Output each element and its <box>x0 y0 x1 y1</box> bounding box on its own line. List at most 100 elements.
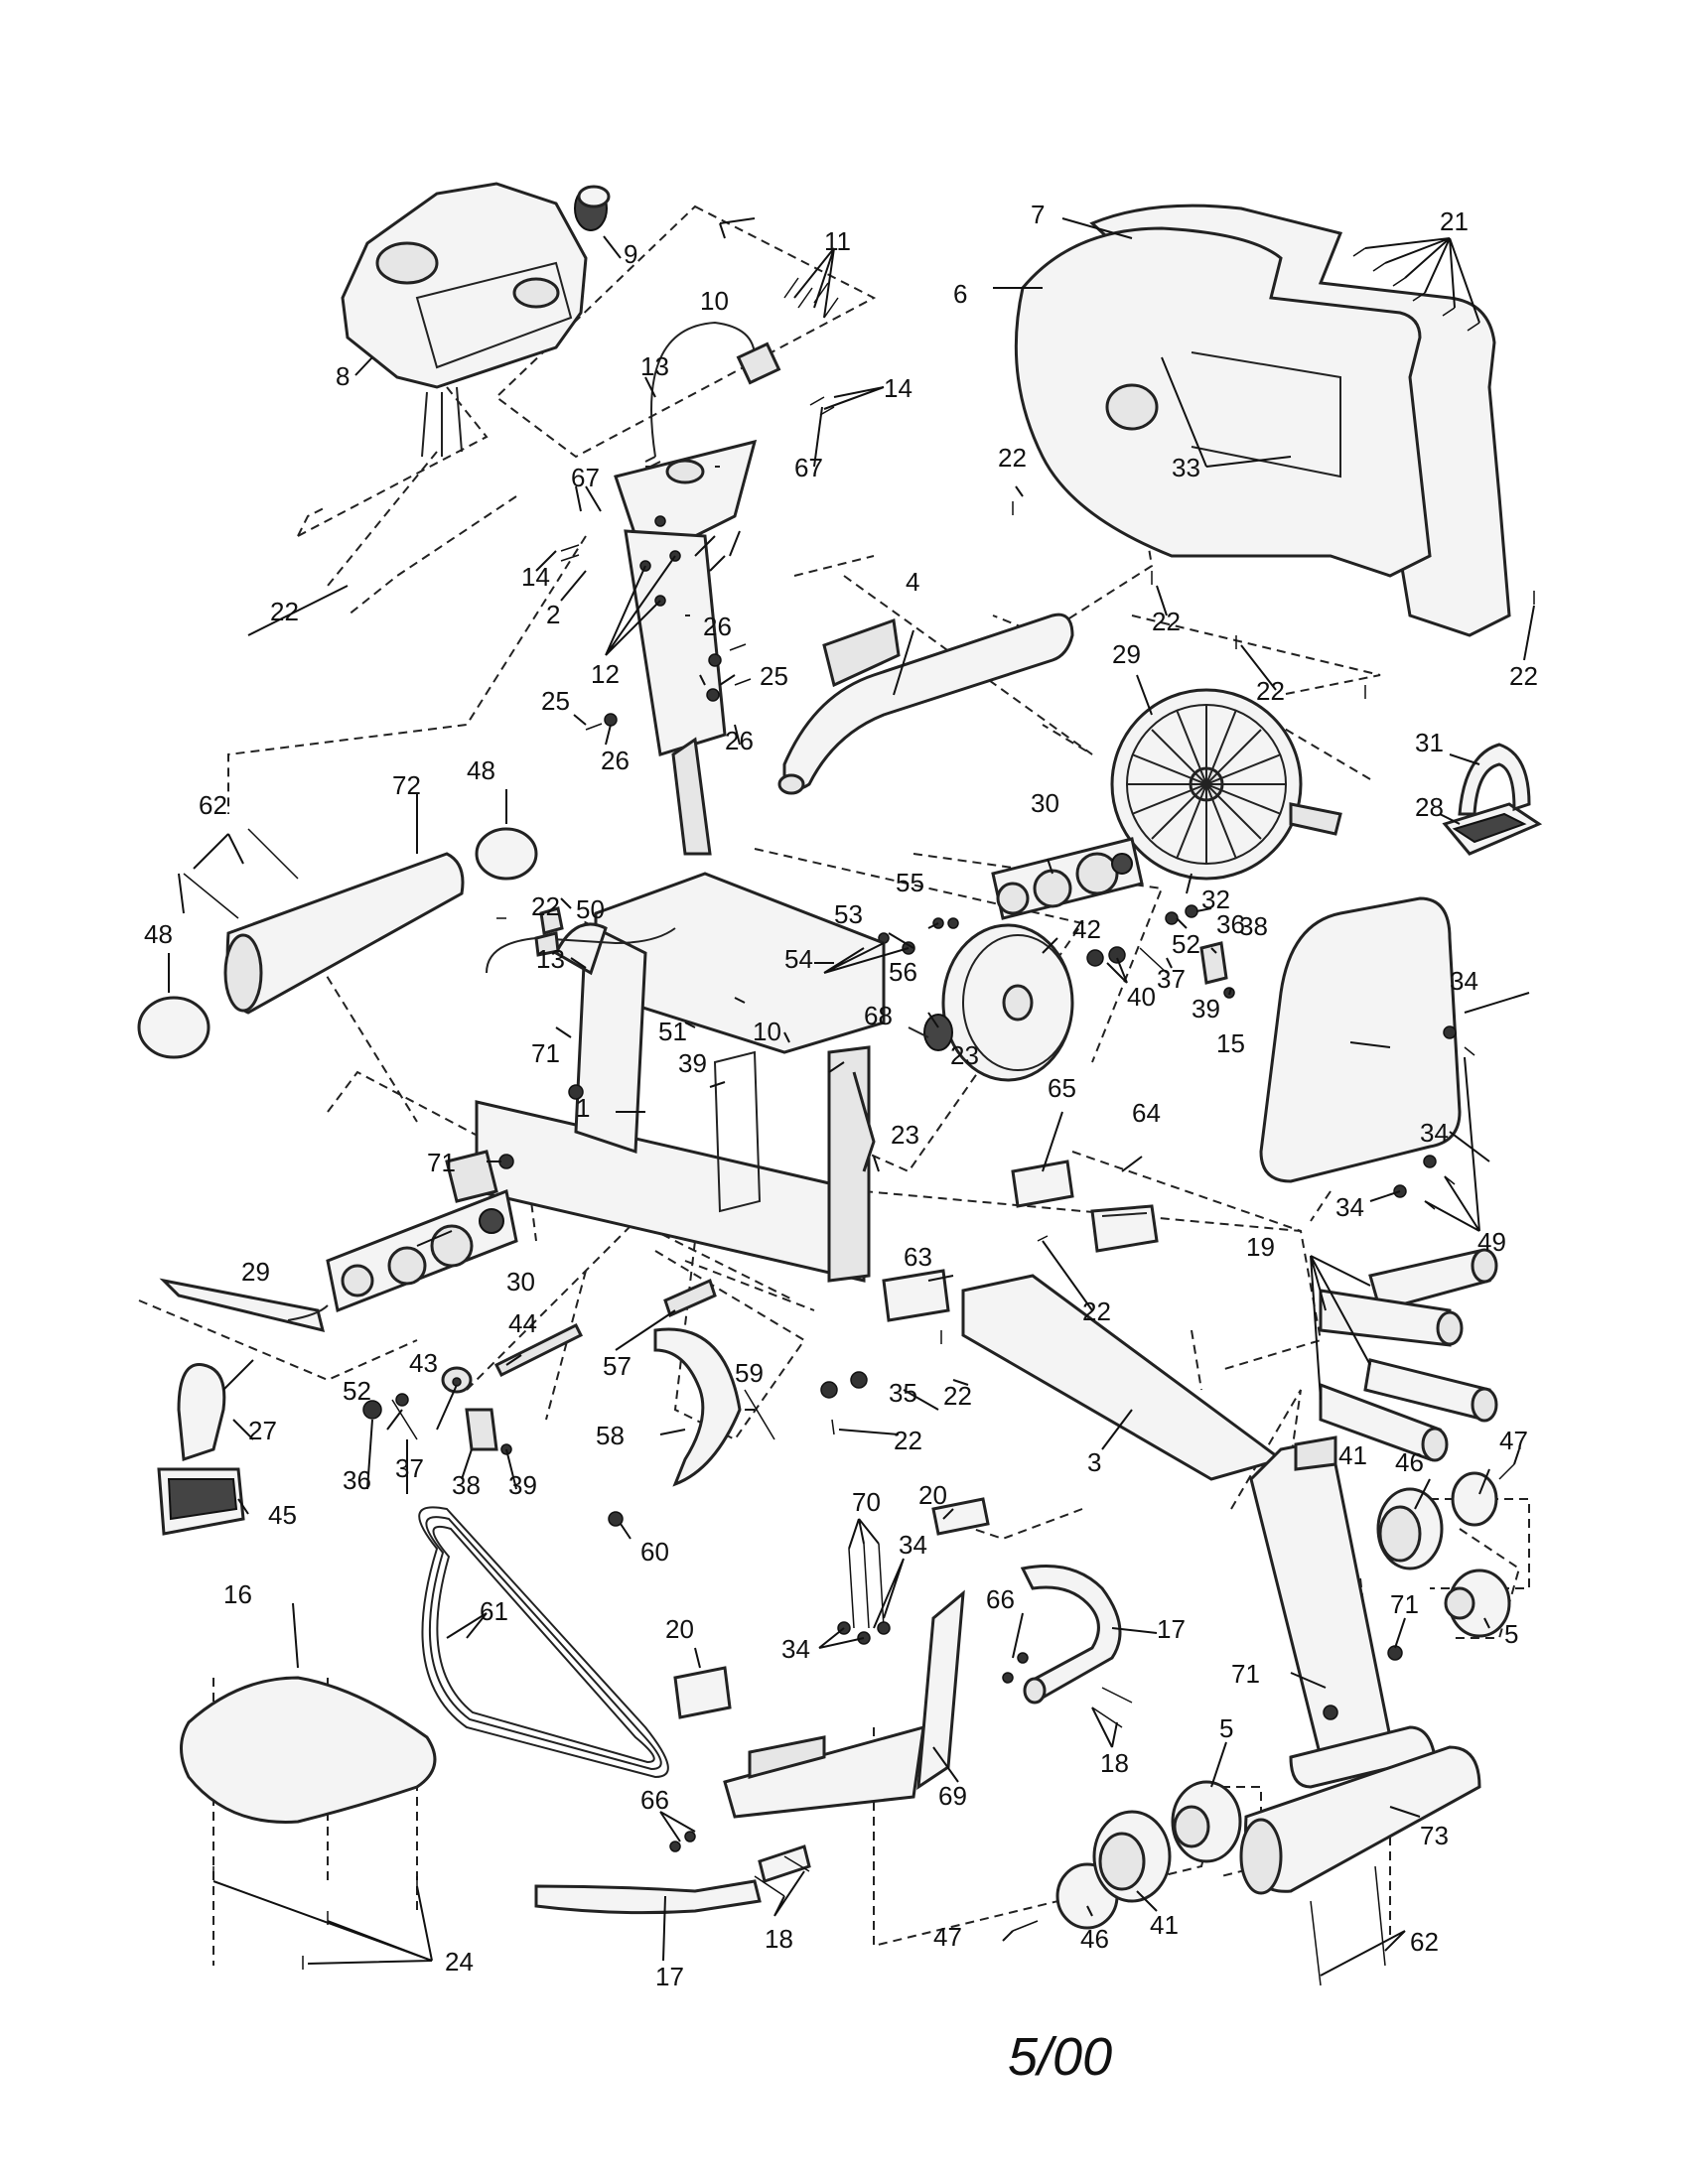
callout-11: 11 <box>824 226 851 256</box>
callout-51: 51 <box>658 1017 687 1046</box>
bolt-part-59-60 <box>608 1389 775 1527</box>
screws-part-22 <box>496 501 1535 1344</box>
callout-2: 2 <box>546 600 560 629</box>
tension-knob-part-68 <box>908 1014 953 1051</box>
seat-part-16 <box>180 1676 437 1824</box>
end-caps-part-20 <box>673 1497 990 1719</box>
callout-29: 29 <box>1112 639 1141 669</box>
callout-22: 22 <box>1509 661 1538 691</box>
callout-14: 14 <box>521 562 550 592</box>
callout-43: 43 <box>409 1348 438 1378</box>
callout-4: 4 <box>906 567 919 597</box>
seat-handle-part-17-right <box>1020 1565 1122 1705</box>
callout-26: 26 <box>703 612 732 641</box>
callout-7: 7 <box>1031 200 1045 229</box>
callout-46: 46 <box>1395 1447 1424 1477</box>
callout-47: 47 <box>933 1922 962 1952</box>
callout-36: 36 <box>343 1465 371 1495</box>
screws-part-14 <box>560 396 835 562</box>
callout-69: 69 <box>938 1781 967 1811</box>
callout-33: 33 <box>1172 453 1200 482</box>
callout-9: 9 <box>624 239 637 269</box>
callout-10: 10 <box>700 286 729 316</box>
bolts-part-70 <box>837 1543 891 1645</box>
callout-30: 30 <box>506 1267 535 1297</box>
callout-34: 34 <box>1420 1118 1449 1148</box>
nuts-part-71 <box>498 1084 1403 1720</box>
bearing-set-part-30-right <box>991 837 1144 920</box>
callout-38: 38 <box>452 1470 481 1500</box>
callout-23: 23 <box>891 1120 919 1150</box>
pedal-strap-part-27 <box>177 1363 226 1462</box>
bearing-set-part-30-left <box>326 1188 518 1313</box>
callout-30: 30 <box>1031 788 1059 818</box>
callout-41: 41 <box>1150 1910 1179 1940</box>
crank-axle-part-44 <box>362 1322 584 1455</box>
callout-63: 63 <box>904 1242 932 1272</box>
callout-56: 56 <box>889 957 917 987</box>
foam-grips-part-19 <box>1319 1248 1498 1462</box>
revision-date: 5/00 <box>1008 2027 1112 2087</box>
seat-rail-part-69 <box>723 1589 965 1819</box>
spacer-part-43 <box>452 1377 462 1387</box>
callout-61: 61 <box>480 1596 508 1626</box>
rear-frame-part-3 <box>961 1274 1437 1789</box>
callout-34: 34 <box>1450 966 1478 996</box>
callout-71: 71 <box>1231 1659 1260 1689</box>
callout-48: 48 <box>144 919 173 949</box>
magnet-part-50 <box>539 906 564 935</box>
callout-leader-lines <box>168 217 1535 1977</box>
callout-13: 13 <box>640 351 669 381</box>
callout-20: 20 <box>665 1614 694 1644</box>
callout-19: 19 <box>1246 1232 1275 1262</box>
callout-29: 29 <box>241 1257 270 1287</box>
callout-40: 40 <box>1127 982 1156 1012</box>
callout-3: 3 <box>1087 1447 1101 1477</box>
callout-73: 73 <box>1420 1821 1449 1850</box>
screws-part-18-66 <box>669 1652 1133 1897</box>
callout-44: 44 <box>508 1308 537 1338</box>
callout-53: 53 <box>834 899 863 929</box>
callout-18: 18 <box>765 1924 793 1954</box>
end-caps-part-48 <box>137 827 538 1059</box>
callout-42: 42 <box>1072 914 1101 944</box>
callout-66: 66 <box>986 1584 1015 1614</box>
callout-25: 25 <box>541 686 570 716</box>
callout-35: 35 <box>889 1378 917 1408</box>
callout-71: 71 <box>1390 1589 1419 1619</box>
callout-41: 41 <box>1338 1440 1367 1470</box>
callout-22: 22 <box>1152 607 1181 636</box>
callout-25: 25 <box>760 661 788 691</box>
main-frame-part-1 <box>445 872 886 1283</box>
callout-10: 10 <box>753 1017 781 1046</box>
callout-55: 55 <box>896 868 924 897</box>
bolts-part-62-front <box>183 828 299 919</box>
upright-tube-part-2 <box>614 439 758 856</box>
seat-handle-part-17-left <box>534 1844 811 1915</box>
bolts-part-25-26 <box>585 643 752 731</box>
frame-inserts-part-63-64-65 <box>882 1160 1159 1322</box>
callout-34: 34 <box>899 1530 927 1560</box>
callout-52: 52 <box>343 1376 371 1406</box>
drive-belt-part-61 <box>418 1506 669 1779</box>
callout-28: 28 <box>1415 792 1444 822</box>
callout-22: 22 <box>998 443 1027 473</box>
screws-part-24 <box>212 1866 418 1970</box>
pedal-strap-part-31 <box>1458 743 1531 816</box>
callout-37: 37 <box>395 1453 424 1483</box>
screws-part-11 <box>783 277 839 319</box>
callout-45: 45 <box>268 1500 297 1530</box>
callout-22: 22 <box>531 891 560 921</box>
side-shroud-part-6 <box>1014 226 1432 578</box>
callout-5: 5 <box>1504 1619 1518 1649</box>
knob-part-9 <box>574 185 611 231</box>
callout-60: 60 <box>640 1537 669 1567</box>
callout-26: 26 <box>601 746 630 775</box>
callout-21: 21 <box>1440 206 1469 236</box>
callout-17: 17 <box>655 1962 684 1991</box>
callout-34: 34 <box>1335 1192 1364 1222</box>
callout-22: 22 <box>943 1381 972 1411</box>
bolts-part-62-rear <box>1310 1865 1386 1986</box>
callout-71: 71 <box>531 1038 560 1068</box>
callout-12: 12 <box>591 659 620 689</box>
